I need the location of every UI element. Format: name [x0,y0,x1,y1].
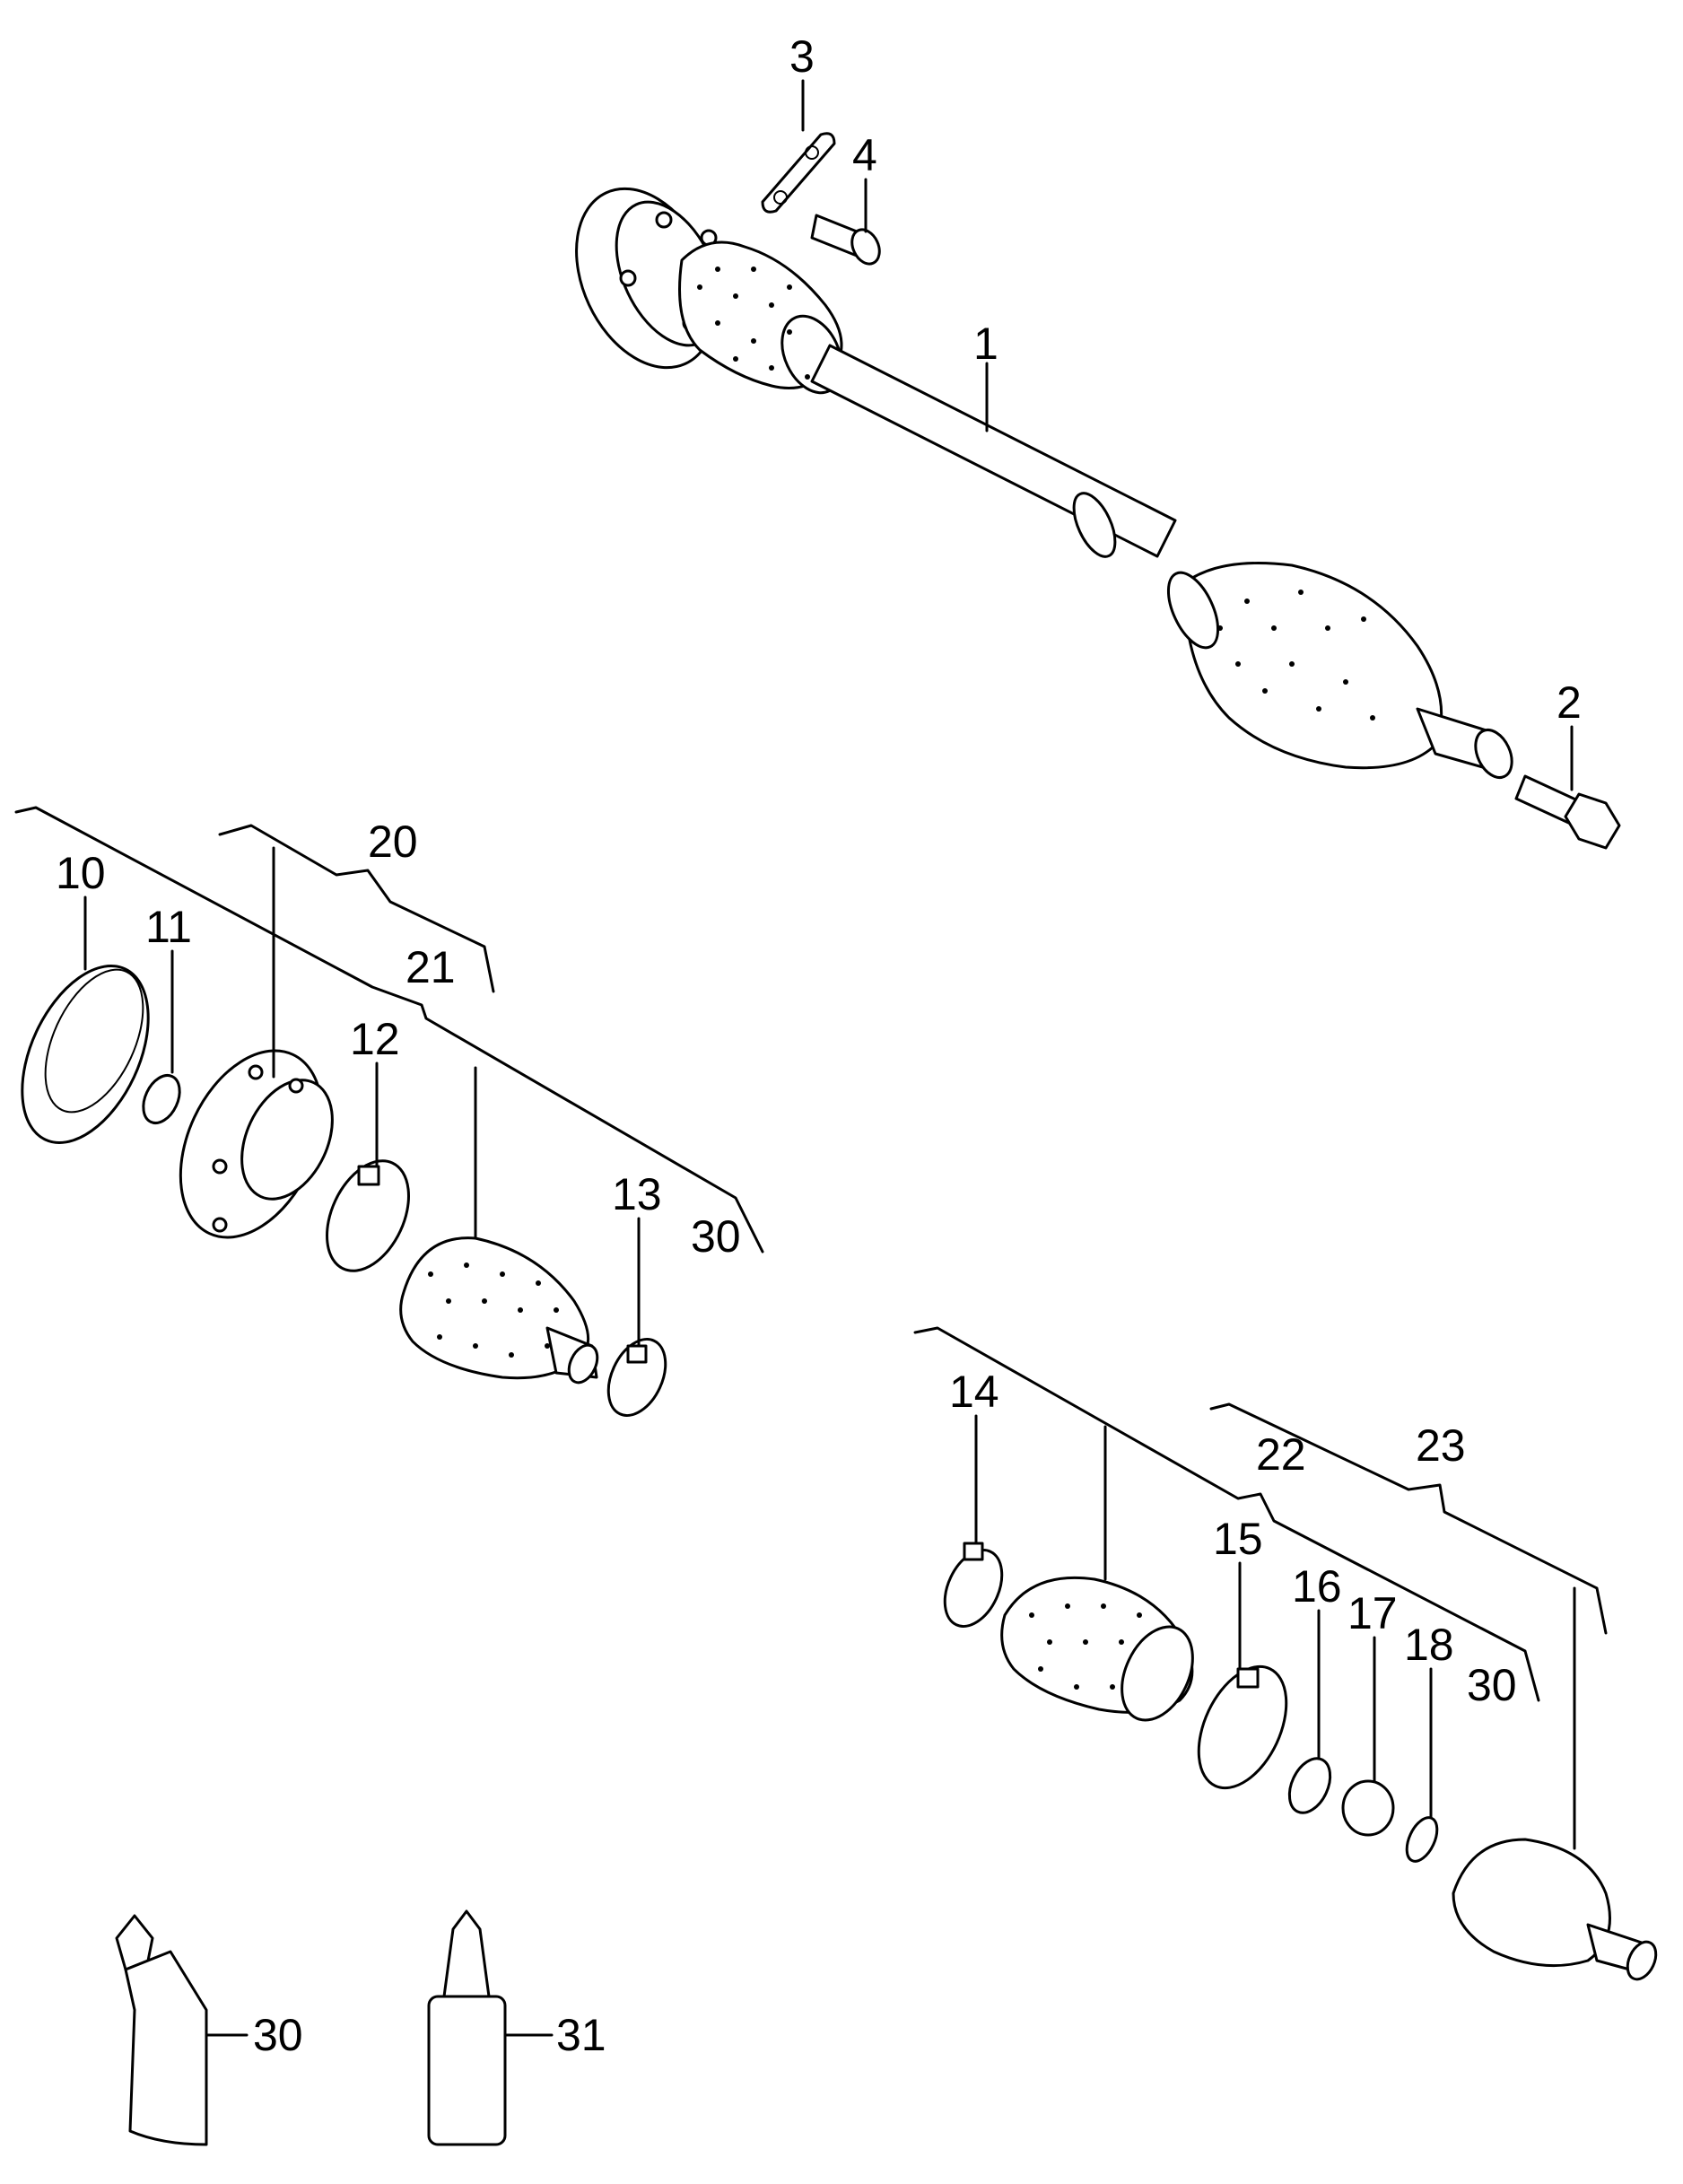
kit-brackets [14,806,1608,1702]
callout-15: 15 [1213,1514,1263,1564]
leader-lines [83,79,1576,2037]
part-clamp-large-outer [1197,1664,1288,1790]
part-cv-joint-inner [179,1049,334,1239]
callout-10: 10 [56,848,106,898]
part-circlip-outer [1405,1816,1439,1863]
callout-4: 4 [852,130,877,180]
callout-30-outer-kit: 30 [1467,1660,1517,1710]
part-clamp-large [326,1159,410,1272]
part-boot-outer [1000,1576,1194,1722]
part-spacer-ring [1287,1757,1332,1814]
callout-12: 12 [350,1014,400,1064]
callout-11: 11 [145,902,192,952]
callout-30-grease: 30 [253,2010,303,2060]
part-bolt-hub [1514,774,1621,850]
part-seal-ring [21,965,150,1144]
callout-1: 1 [973,319,998,369]
callout-3: 3 [789,31,815,82]
callout-21: 21 [405,942,456,992]
callout-23: 23 [1416,1420,1466,1471]
callout-labels: 1 2 3 4 10 11 12 13 14 15 16 17 18 20 21… [56,31,1582,2060]
part-bolt-flange [810,214,881,266]
callout-31-sealant: 31 [556,2010,606,2060]
part-drive-shaft-assembly [575,187,1513,779]
callout-20: 20 [368,817,418,867]
callout-18: 18 [1404,1620,1454,1670]
callout-2: 2 [1557,677,1582,728]
callout-13: 13 [612,1169,662,1219]
callout-17: 17 [1347,1588,1398,1638]
part-thrust-washer [1341,1779,1395,1837]
part-circlip-inner [142,1074,181,1124]
callout-14: 14 [949,1367,999,1417]
part-clamp-small-outer [943,1542,1004,1628]
part-lock-plate [761,132,836,214]
part-boot-inner [399,1236,599,1385]
callout-22: 22 [1256,1429,1306,1480]
callout-30-inner-kit: 30 [691,1211,741,1262]
part-grease-tube [115,1914,208,2146]
part-sealant-bottle [427,1909,507,2146]
part-cv-joint-outer [1452,1838,1658,1981]
callout-16: 16 [1292,1561,1342,1612]
part-clamp-small [606,1338,667,1417]
